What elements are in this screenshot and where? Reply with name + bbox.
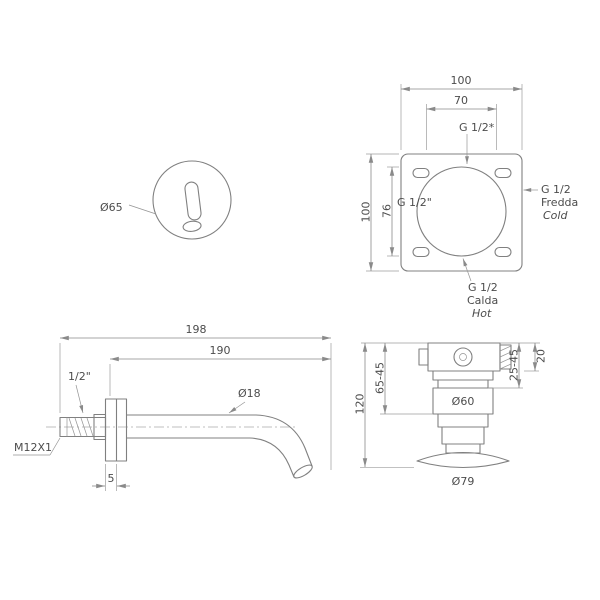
dim-port-vertical-spacing: 76 xyxy=(381,166,399,257)
dim-escutcheon-diameter-label: Ø65 xyxy=(100,201,123,214)
mounting-slot xyxy=(412,246,430,258)
mounting-slot xyxy=(494,167,512,179)
dim-cartridge-depth: 20 xyxy=(524,343,548,372)
spout-tube xyxy=(125,414,313,479)
spout-side-view: 198 190 1/2" M12X1 xyxy=(13,323,332,491)
wall-section-hatch xyxy=(499,344,512,370)
cartridge-stem-circle xyxy=(453,347,473,367)
dim-plate-height: 100 xyxy=(360,153,399,272)
dim-plate-width: 100 xyxy=(400,74,523,150)
dim-depth-range-b: 25-45 xyxy=(488,343,523,389)
front-view: Ø65 xyxy=(100,160,232,240)
dim-port-spacing-label: 70 xyxy=(454,94,468,107)
mounting-slot xyxy=(412,167,430,179)
bottom-port-label: G 1/2 xyxy=(468,281,498,294)
dim-plate-height-label: 100 xyxy=(360,202,373,223)
bottom-port-callout: G 1/2 Calda Hot xyxy=(462,258,498,320)
dim-port-spacing: 70 xyxy=(426,94,497,150)
dim-projection-label: 190 xyxy=(210,344,231,357)
left-port-label: G 1/2" xyxy=(397,196,432,209)
spout-diameter-callout: Ø18 xyxy=(228,387,261,414)
escutcheon-circle xyxy=(152,160,232,240)
valve-escutcheon-diameter-label: Ø79 xyxy=(452,475,475,488)
top-port-label: G 1/2* xyxy=(459,121,495,134)
bottom-port-name-en: Hot xyxy=(472,307,492,320)
wall-flange xyxy=(104,398,128,462)
dim-valve-total-height-label: 120 xyxy=(354,394,367,415)
valve-body-circle xyxy=(416,166,507,257)
valve-body xyxy=(416,370,510,469)
spout-diameter-label: Ø18 xyxy=(238,387,261,400)
leader-escutcheon-diameter xyxy=(128,204,157,215)
spout-tip xyxy=(293,464,313,479)
dim-port-vertical-spacing-label: 76 xyxy=(381,204,394,218)
rough-in-view: 100 70 G 1/2* 100 76 G 1/2" G 1/2 xyxy=(360,74,579,320)
dim-flange-thickness: 5 xyxy=(92,464,130,491)
inlet-thread-callout: 1/2" xyxy=(68,370,91,414)
valve-side-view: Ø60 Ø79 120 65-45 25-45 20 xyxy=(354,342,548,488)
dim-depth-range-a-label: 65-45 xyxy=(374,362,387,394)
mounting-plate xyxy=(400,153,523,272)
dim-total-length: 198 xyxy=(59,323,332,470)
inlet-thread-label: 1/2" xyxy=(68,370,91,383)
valve-body-diameter-label: Ø60 xyxy=(452,395,475,408)
dim-total-length-label: 198 xyxy=(186,323,207,336)
mounting-slot xyxy=(494,246,512,258)
right-port-name-en: Cold xyxy=(543,209,568,222)
dim-depth-range-a: 65-45 xyxy=(374,343,433,415)
threaded-stub xyxy=(59,413,107,441)
dim-plate-width-label: 100 xyxy=(451,74,472,87)
dim-projection: 190 xyxy=(109,344,331,396)
top-port-callout: G 1/2* xyxy=(459,121,495,164)
spout-outlet-ellipse xyxy=(182,220,202,232)
valve-escutcheon-dome xyxy=(416,451,510,469)
dim-depth-range-b-label: 25-45 xyxy=(508,349,521,381)
spout-front-profile xyxy=(182,181,202,232)
thread-spec-label: M12X1 xyxy=(14,441,52,454)
dim-valve-total-height: 120 xyxy=(354,343,414,468)
bottom-port-name-it: Calda xyxy=(467,294,498,307)
right-port-label: G 1/2 xyxy=(541,183,571,196)
dim-cartridge-depth-label: 20 xyxy=(535,349,548,363)
thread-spec-callout: M12X1 xyxy=(13,437,61,456)
dim-flange-thickness-label: 5 xyxy=(108,472,115,485)
cartridge-left-tab xyxy=(418,348,429,366)
right-port-name-it: Fredda xyxy=(541,196,578,209)
valve-cartridge xyxy=(418,342,512,372)
right-port-callout: G 1/2 Fredda Cold xyxy=(523,183,578,222)
stub-collar xyxy=(93,413,107,441)
